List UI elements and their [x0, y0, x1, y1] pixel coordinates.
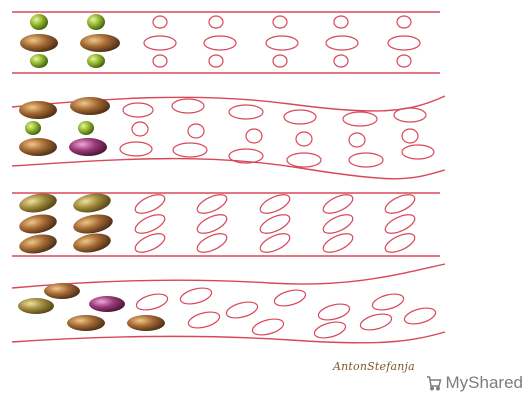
row-2 [12, 96, 445, 179]
vessel-wall-top [12, 264, 445, 288]
cart-icon [426, 375, 442, 391]
seed-cluster [18, 283, 165, 331]
row-3 [12, 191, 440, 256]
cell-rings [133, 191, 418, 256]
watermark-text: MyShared [446, 373, 523, 393]
row-4 [12, 264, 445, 343]
cell-rings [135, 285, 438, 341]
artist-signature: AntonStefanja [333, 360, 415, 373]
vessel-wall-bottom [12, 332, 445, 343]
watermark: MyShared [426, 373, 523, 393]
seed-cluster [20, 14, 120, 68]
vessel-wall-bottom [12, 159, 445, 179]
seed-cluster [19, 97, 110, 156]
cell-rings [144, 16, 420, 67]
seed-cluster [18, 191, 115, 256]
cell-rings [120, 99, 434, 167]
row-1 [12, 12, 440, 73]
